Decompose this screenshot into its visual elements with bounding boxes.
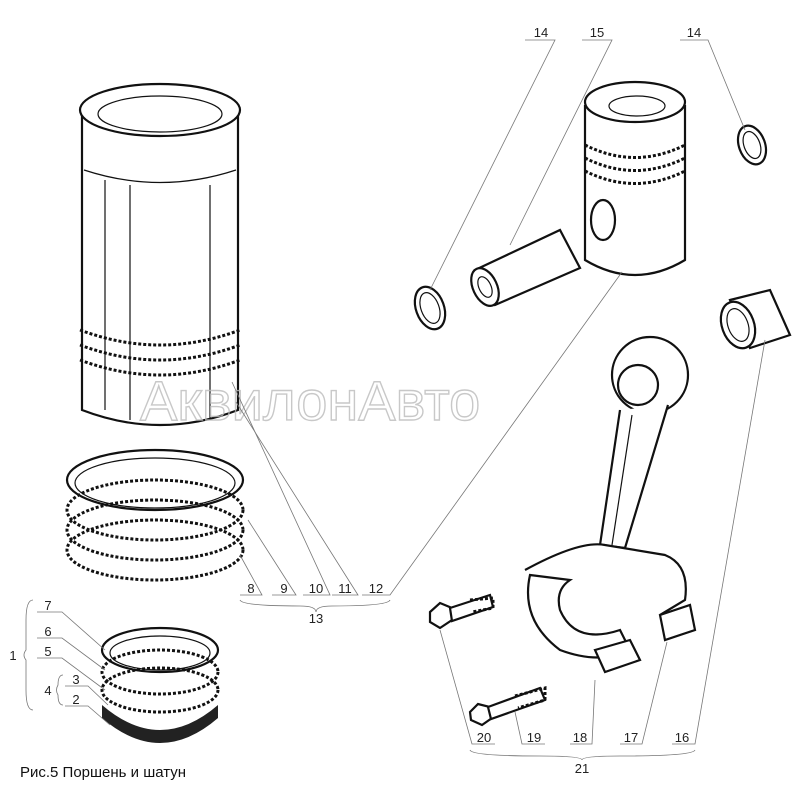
callout-8: 8: [247, 581, 254, 596]
figure-caption: Рис.5 Поршень и шатун: [20, 764, 186, 781]
callout-13: 13: [309, 611, 323, 626]
callout-12: 12: [369, 581, 383, 596]
ring-kit: [100, 626, 220, 743]
rod-bolt-lower: [468, 686, 547, 727]
callout-17: 17: [624, 730, 638, 745]
leader-lines: [23, 39, 766, 761]
callout-14-right: 14: [687, 25, 701, 40]
callout-9: 9: [280, 581, 287, 596]
piston-ring-set: [65, 448, 245, 582]
callout-1: 1: [9, 648, 16, 663]
callout-11: 11: [338, 581, 352, 596]
watermark: АквилонАвто: [140, 369, 480, 432]
connecting-rod: [524, 335, 697, 674]
callout-14-left: 14: [534, 25, 548, 40]
piston-pin: [470, 228, 582, 307]
circlip-right: [736, 124, 768, 166]
piston: [583, 80, 687, 276]
callout-21: 21: [575, 761, 589, 776]
callout-19: 19: [527, 730, 541, 745]
circlip-left: [413, 285, 447, 331]
callout-16: 16: [675, 730, 689, 745]
callout-3: 3: [72, 672, 79, 687]
callout-4: 4: [44, 683, 51, 698]
callout-6: 6: [44, 624, 51, 639]
callout-2: 2: [72, 692, 79, 707]
callouts: 14 15 14 8 9 10 11 12 13 7 6 5 3 2 1 4 2…: [9, 25, 701, 776]
rod-bolt-upper: [428, 593, 495, 630]
callout-15: 15: [590, 25, 604, 40]
callout-10: 10: [309, 581, 323, 596]
callout-18: 18: [573, 730, 587, 745]
small-end-bushing: [719, 288, 792, 350]
callout-7: 7: [44, 598, 51, 613]
callout-20: 20: [477, 730, 491, 745]
cylinder-liner: [78, 82, 242, 427]
callout-5: 5: [44, 644, 51, 659]
